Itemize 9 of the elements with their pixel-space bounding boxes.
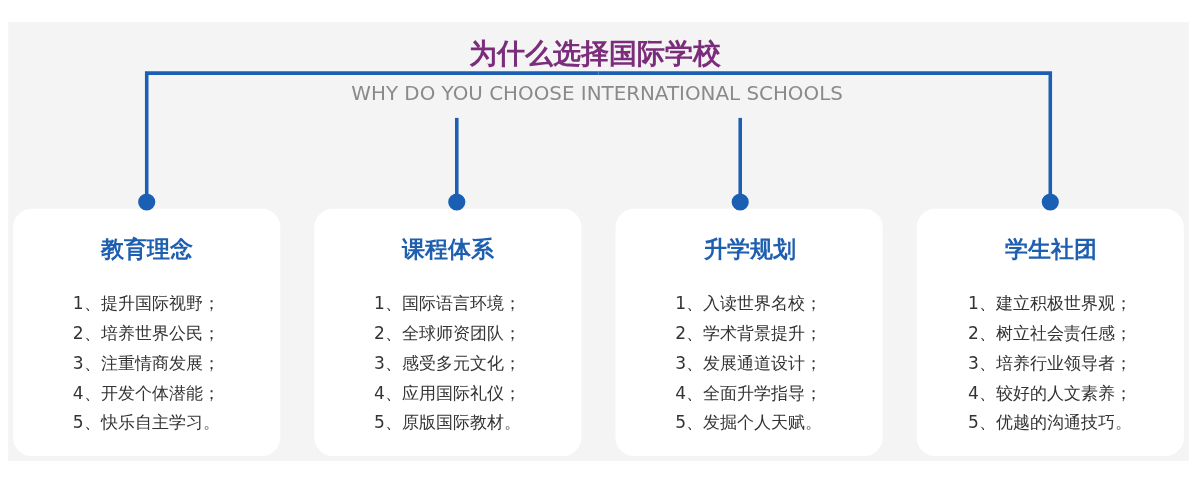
connector: [448, 117, 466, 211]
node-box: 学生社团 1、建立积极世界观； 2、树立社会责任感； 3、培养行业领导者； 4、较好的人文素养； 5、优越的沟通技巧。: [916, 208, 1184, 457]
node-box: 课程体系 1、国际语言环境； 2、全球师资团队； 3、感受多元文化； 4、应用国际礼仪； 5、原版国际教材。: [314, 208, 582, 457]
node-box: 升学规划 1、入读世界名校； 2、学术背景提升； 3、发展通道设计； 4、全面升学指导； 5、发掘个人天赋。: [615, 208, 883, 457]
connector: [731, 117, 749, 211]
connector: [138, 71, 599, 211]
node-text: 为什么选择国际学校 WHY DO YOU CHOOSE INTERNATIONAL SCHOOLS: [351, 36, 843, 105]
node-box: 教育理念 1、提升国际视野； 2、培养世界公民； 3、注重情商发展； 4、开发个体潜能； 5、快乐自主学习。: [13, 208, 281, 457]
connector: [598, 71, 1059, 211]
